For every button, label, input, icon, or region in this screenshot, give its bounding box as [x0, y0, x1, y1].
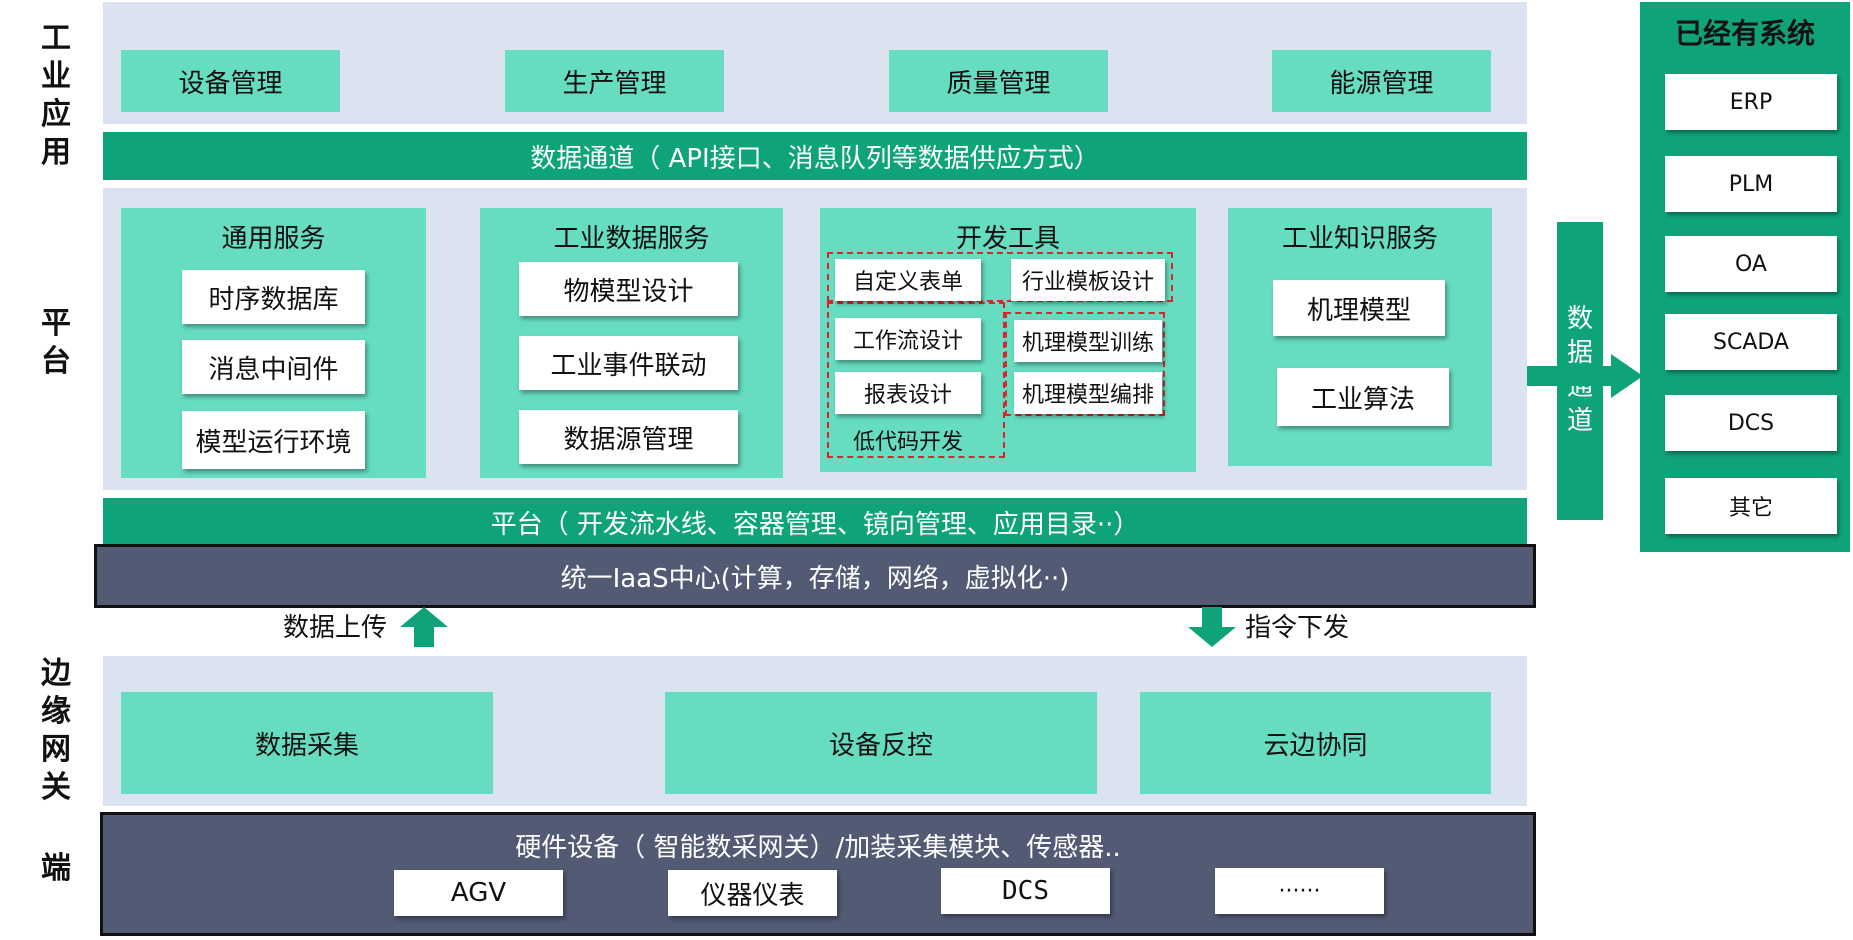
module-title: 工业知识服务 [1281, 224, 1438, 254]
app-production-management[interactable]: 生产管理 [505, 50, 724, 112]
upload-label: 数据上传 [283, 608, 387, 648]
item-label: OA [1735, 251, 1767, 277]
upload-arrow-icon [400, 607, 448, 647]
side-label-terminal: 端 [36, 850, 76, 890]
dashed-group-right [1005, 312, 1165, 416]
app-energy-management[interactable]: 能源管理 [1272, 50, 1491, 112]
hardware-item-dcs[interactable]: DCS [941, 868, 1110, 914]
item-label: 模型运行环境 [195, 427, 352, 458]
data-channel-bar-text: 数据通道（ API接口、消息队列等数据供应方式） [530, 143, 1100, 174]
item-label: 物模型设计 [563, 276, 694, 307]
command-label-text: 指令下发 [1245, 613, 1350, 643]
general-item-tsdb[interactable]: 时序数据库 [182, 270, 365, 324]
knowledge-item-mechanism-model[interactable]: 机理模型 [1273, 280, 1445, 336]
system-erp[interactable]: ERP [1665, 74, 1837, 130]
module-title: 工业数据服务 [553, 224, 710, 254]
side-label-text: 平台 [41, 306, 71, 379]
item-label: DCS [1002, 876, 1049, 906]
item-label: 其它 [1728, 496, 1773, 521]
edge-item-cloud-edge[interactable]: 云边协同 [1140, 692, 1491, 794]
item-label: 设备反控 [828, 730, 933, 761]
general-item-model-runtime[interactable]: 模型运行环境 [182, 411, 365, 469]
app-label: 生产管理 [562, 68, 667, 99]
item-label: 云边协同 [1263, 730, 1368, 761]
item-label: 自定义表单 [852, 270, 963, 295]
data-channel-bar: 数据通道（ API接口、消息队列等数据供应方式） [103, 132, 1527, 180]
command-label: 指令下发 [1245, 608, 1349, 648]
module-industrial-knowledge-services: 工业知识服务 [1228, 208, 1492, 466]
dev-item-custom-form[interactable]: 自定义表单 [835, 259, 981, 301]
iaas-bar-text: 统一IaaS中心(计算，存储，网络，虚拟化··) [560, 563, 1070, 594]
iaas-bar: 统一IaaS中心(计算，存储，网络，虚拟化··) [94, 544, 1536, 608]
existing-systems-title: 已经有系统 [1674, 17, 1815, 50]
system-oa[interactable]: OA [1665, 236, 1837, 292]
app-quality-management[interactable]: 质量管理 [889, 50, 1108, 112]
item-label: 数据采集 [254, 730, 359, 761]
item-label: 仪器仪表 [700, 880, 805, 911]
industrial-data-item-event-linkage[interactable]: 工业事件联动 [519, 336, 738, 390]
side-label-text: 边缘网关 [41, 656, 71, 805]
item-label: ERP [1729, 89, 1773, 115]
platform-bar: 平台（ 开发流水线、容器管理、镜向管理、应用目录··） [103, 498, 1527, 546]
hardware-item-more[interactable]: ······ [1215, 868, 1384, 914]
side-label-platform: 平台 [36, 305, 76, 385]
side-label-industrial-app: 工业应用 [36, 20, 76, 170]
side-label-text: 工业应用 [41, 21, 71, 170]
general-item-middleware[interactable]: 消息中间件 [182, 340, 365, 394]
item-label: 机理模型 [1306, 295, 1411, 326]
module-title: 通用服务 [221, 224, 326, 254]
side-label-edge-gateway: 边缘网关 [36, 655, 76, 815]
item-label: 消息中间件 [208, 354, 339, 385]
knowledge-item-industrial-algorithm[interactable]: 工业算法 [1277, 368, 1449, 426]
edge-item-data-collection[interactable]: 数据采集 [121, 692, 493, 794]
hardware-title: 硬件设备（ 智能数采网关）/加装采集模块、传感器.. [515, 833, 1121, 863]
side-label-text: 端 [41, 851, 71, 886]
item-label: PLM [1728, 171, 1774, 197]
dev-item-low-code: 低代码开发 [835, 420, 981, 460]
item-label: ······ [1278, 878, 1321, 904]
hardware-item-instruments[interactable]: 仪器仪表 [668, 870, 837, 916]
item-label: 数据源管理 [563, 424, 694, 455]
item-label: 时序数据库 [208, 284, 339, 315]
system-plm[interactable]: PLM [1665, 156, 1837, 212]
system-other[interactable]: 其它 [1665, 478, 1837, 534]
item-label: 行业模板设计 [1021, 270, 1154, 295]
industrial-data-item-thing-model[interactable]: 物模型设计 [519, 262, 738, 316]
app-label: 能源管理 [1329, 68, 1434, 99]
item-label: 机理模型编排 [1021, 383, 1154, 408]
dev-item-mechanism-orchestration[interactable]: 机理模型编排 [1014, 372, 1162, 414]
right-arrow-icon [1527, 354, 1643, 398]
item-label: 工业算法 [1310, 384, 1415, 415]
app-label: 质量管理 [946, 68, 1051, 99]
dashed-group-left [827, 302, 1005, 458]
item-label: 低代码开发 [852, 430, 963, 455]
hardware-item-agv[interactable]: AGV [394, 870, 563, 916]
platform-bar-text: 平台（ 开发流水线、容器管理、镜向管理、应用目录··） [490, 509, 1140, 540]
edge-item-device-control[interactable]: 设备反控 [665, 692, 1097, 794]
item-label: 工业事件联动 [550, 350, 707, 381]
dev-item-mechanism-training[interactable]: 机理模型训练 [1014, 320, 1162, 362]
item-label: 报表设计 [863, 383, 952, 408]
industrial-data-item-datasource[interactable]: 数据源管理 [519, 410, 738, 464]
item-label: DCS [1727, 410, 1775, 436]
module-title: 开发工具 [955, 224, 1060, 254]
item-label: SCADA [1713, 329, 1789, 355]
dashed-group-top [827, 252, 1173, 302]
dev-item-workflow-design[interactable]: 工作流设计 [835, 318, 981, 360]
app-label: 设备管理 [178, 68, 283, 99]
command-arrow-icon [1188, 607, 1236, 647]
dev-item-industry-template[interactable]: 行业模板设计 [1011, 259, 1165, 301]
upload-label-text: 数据上传 [283, 613, 388, 643]
item-label: AGV [450, 878, 507, 908]
dev-item-report-design[interactable]: 报表设计 [835, 372, 981, 414]
app-equipment-management[interactable]: 设备管理 [121, 50, 340, 112]
system-scada[interactable]: SCADA [1665, 314, 1837, 370]
item-label: 机理模型训练 [1021, 331, 1154, 356]
item-label: 工作流设计 [852, 329, 963, 354]
system-dcs[interactable]: DCS [1665, 395, 1837, 451]
